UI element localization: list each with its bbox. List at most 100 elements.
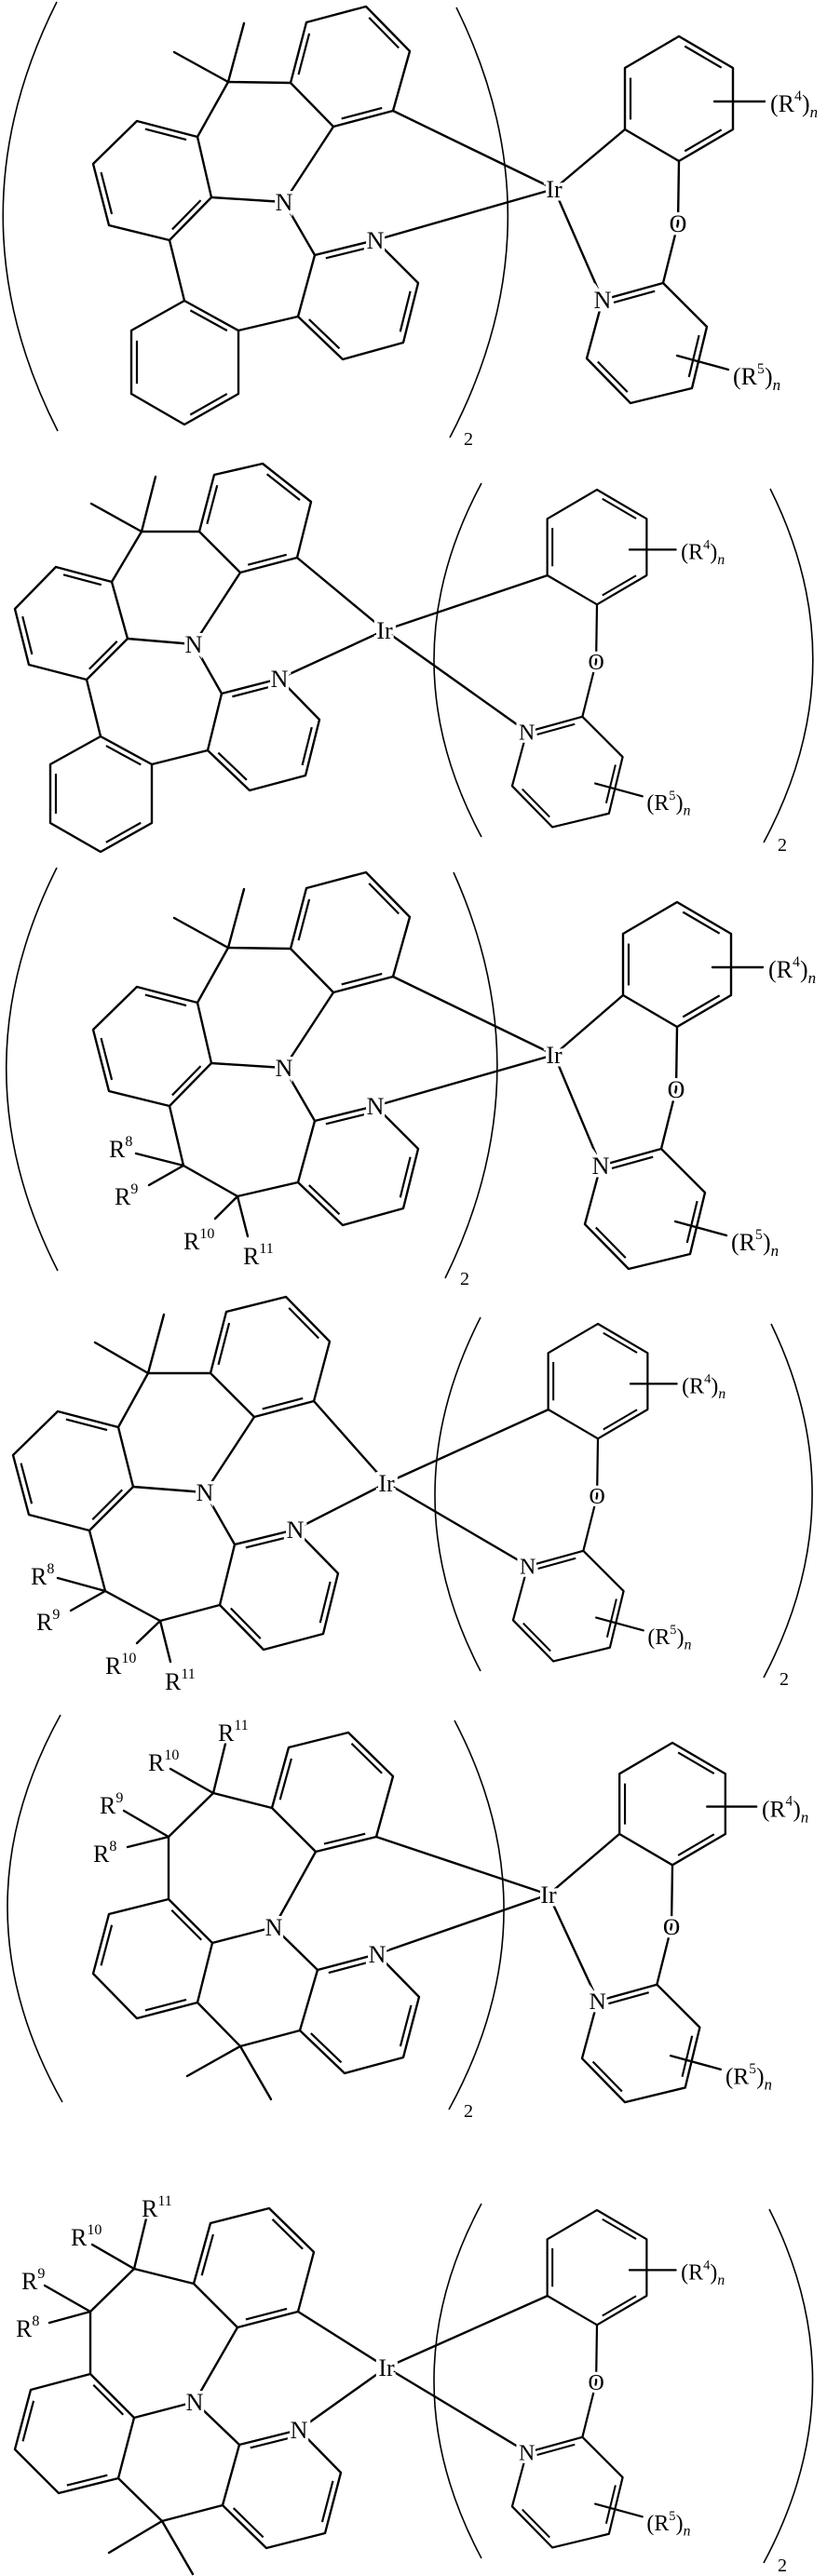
ring xyxy=(296,238,420,361)
close-paren: ) xyxy=(676,791,684,816)
ring xyxy=(298,1952,421,2075)
superscript: 4 xyxy=(703,537,711,552)
substituent-r11-label: R11 xyxy=(165,1666,196,1695)
double-bond-line xyxy=(522,2508,550,2539)
bond-line xyxy=(135,1619,162,1645)
double-bond-line xyxy=(399,290,412,332)
close-paren: ) xyxy=(677,1625,685,1650)
phenoxypyridine-ligand: ON(R4)n(R5)n xyxy=(583,900,819,1271)
bond-line xyxy=(670,1864,674,1928)
atom-label-ir: Ir xyxy=(546,176,563,203)
double-bond-line xyxy=(301,726,313,766)
bond-line xyxy=(385,2366,529,2454)
double-bond-line xyxy=(613,290,656,303)
ring xyxy=(11,1409,135,1532)
ring xyxy=(221,2428,343,2550)
atom-label-n: N xyxy=(265,1914,283,1941)
subscript: n xyxy=(773,376,781,394)
superscript: 4 xyxy=(794,88,802,104)
right-bracket xyxy=(444,871,498,1279)
double-bond-line xyxy=(323,1832,366,1845)
double-bond-line xyxy=(604,2485,617,2524)
bond-line xyxy=(85,678,102,738)
bond-line xyxy=(552,1053,603,1167)
substituent-r4-label: (R4)n xyxy=(681,537,725,568)
superscript: 4 xyxy=(793,954,800,970)
bond-line xyxy=(122,1809,170,1839)
bond-line xyxy=(132,2217,148,2271)
bond-line xyxy=(236,1180,300,1198)
double-bond-line xyxy=(341,972,383,986)
bond-line xyxy=(43,2284,92,2313)
bond-line xyxy=(595,1616,644,1632)
bond-line xyxy=(210,1061,286,1070)
atom-label-o: O xyxy=(670,210,687,237)
close-paren: ) xyxy=(756,2063,764,2090)
bond-line xyxy=(383,573,549,632)
phenoxypyridine-ligand: ON(R4)n(R5)n xyxy=(510,2208,727,2549)
phenoxy-phenyl-ring xyxy=(546,2208,648,2326)
bond-line xyxy=(169,1767,215,1795)
double-bond-line xyxy=(602,2295,637,2317)
right-bracket xyxy=(763,2208,814,2564)
bond-line xyxy=(140,475,157,533)
double-bond-line xyxy=(88,641,118,670)
superscript: 8 xyxy=(47,1561,54,1577)
ring xyxy=(296,1104,420,1227)
double-bond-line xyxy=(144,1998,187,2012)
superscript: 5 xyxy=(757,361,765,377)
bond-line xyxy=(594,782,644,798)
substituent-r11-label: R11 xyxy=(142,2193,172,2222)
bond-line xyxy=(150,749,210,766)
bond-line xyxy=(385,1408,550,1485)
double-bond-line xyxy=(325,247,368,260)
double-bond-line xyxy=(245,1536,288,1549)
double-bond-line xyxy=(100,1924,114,1966)
double-bond-line xyxy=(100,171,114,215)
double-bond-line xyxy=(297,898,311,941)
bond-line xyxy=(131,1485,207,1494)
double-bond-line xyxy=(368,17,400,49)
double-bond-line xyxy=(536,722,576,736)
substituent-r8-label: R8 xyxy=(109,1134,132,1163)
bond-line xyxy=(373,1053,556,1108)
multiplicity-subscript: 2 xyxy=(778,2556,787,2576)
right-bracket xyxy=(448,1720,505,2111)
bond-line xyxy=(211,1742,227,1795)
substituent-r5-label: (R5)n xyxy=(733,361,780,394)
double-bond-line xyxy=(319,1581,332,1624)
double-bond-line xyxy=(604,764,617,803)
bond-line xyxy=(167,1791,215,1839)
double-bond-line xyxy=(685,1200,698,1244)
left-bracket xyxy=(7,1714,63,2103)
superscript: 8 xyxy=(109,1839,116,1854)
double-bond-line xyxy=(320,2480,334,2523)
phenoxypyridine-ligand: ON(R4)n(R5)n xyxy=(580,1741,811,2104)
double-bond-line xyxy=(677,1751,715,1774)
close-paren: ) xyxy=(800,956,808,983)
atom-label-ir: Ir xyxy=(546,1042,563,1069)
bond-line xyxy=(552,187,604,302)
bond-line xyxy=(595,1437,600,1498)
superscript: 11 xyxy=(259,1241,273,1257)
double-bond-line xyxy=(189,393,228,416)
double-bond-line xyxy=(537,1557,576,1571)
substituent-r10-label: R10 xyxy=(183,1226,214,1255)
double-bond-line xyxy=(605,1598,617,1638)
bond-line xyxy=(238,2044,273,2101)
substituent-r8-label: R8 xyxy=(93,1839,116,1868)
double-bond-line xyxy=(684,45,723,69)
bond-line xyxy=(226,21,246,84)
bond-line xyxy=(158,1603,222,1623)
bond-line xyxy=(56,1576,107,1593)
double-bond-line xyxy=(232,685,272,698)
bond-line xyxy=(93,1341,150,1375)
bond-line xyxy=(594,2324,599,2384)
bond-line xyxy=(297,2366,388,2432)
bond-line xyxy=(116,1371,150,1429)
close-paren: ) xyxy=(711,1375,718,1399)
bond-line xyxy=(103,1589,162,1623)
bond-line xyxy=(132,2400,197,2420)
